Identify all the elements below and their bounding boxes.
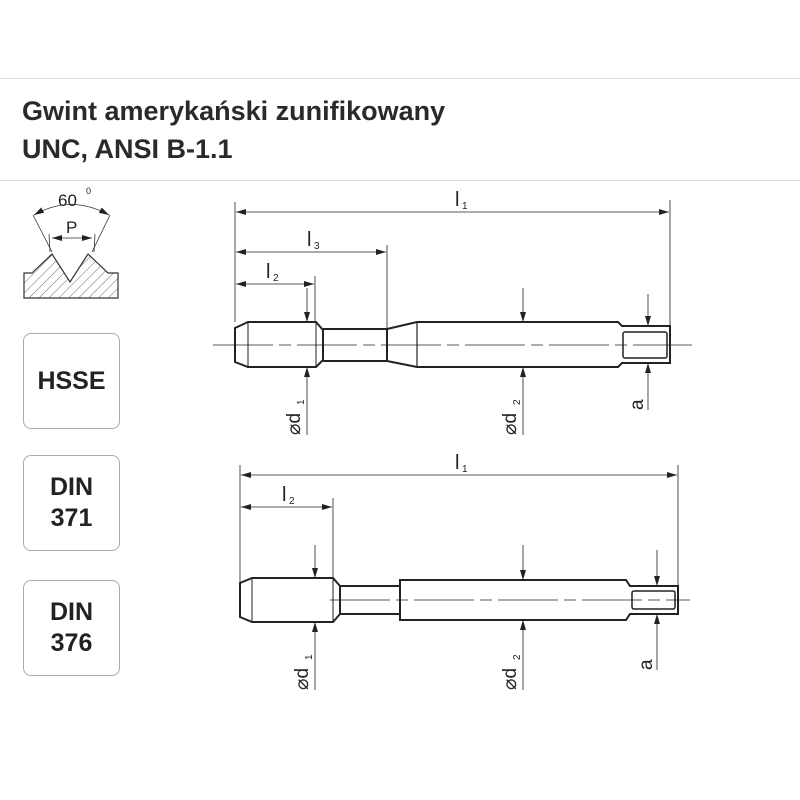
- top-a-label: a: [627, 399, 648, 410]
- din371-badge: DIN 371: [23, 455, 120, 551]
- thread-profile-icon: 60 0 P: [23, 186, 119, 299]
- bottom-tap-drawing: [239, 465, 690, 690]
- title-line-1: Gwint amerykański zunifikowany: [22, 96, 446, 126]
- angle-label: 60: [58, 191, 77, 210]
- top-l2-label: l: [266, 261, 270, 283]
- top-l3-sub: 3: [314, 241, 320, 252]
- top-tap-drawing: [213, 200, 692, 435]
- title-line-2: UNC, ANSI B-1.1: [22, 134, 233, 164]
- top-d1-label: ⌀d: [284, 413, 305, 435]
- bottom-d2-label: ⌀d: [500, 668, 521, 690]
- neck: [323, 328, 388, 362]
- pitch-label: P: [66, 218, 77, 237]
- top-l1-sub: 1: [462, 201, 468, 212]
- top-d2-label: ⌀d: [500, 413, 521, 435]
- top-l1-label: l: [455, 189, 459, 211]
- top-l2-sub: 2: [273, 273, 279, 284]
- bottom-l2-label: l: [282, 484, 286, 506]
- din376-line2: 376: [50, 629, 93, 657]
- bottom-d1-sub: 1: [304, 654, 315, 660]
- thread-section: [239, 577, 341, 623]
- header-bottom-divider: [0, 180, 800, 181]
- bottom-d2-sub: 2: [512, 654, 523, 660]
- din371-line1: DIN: [49, 473, 94, 501]
- bottom-l1-sub: 1: [462, 464, 468, 475]
- bottom-d1-label: ⌀d: [292, 668, 313, 690]
- shank: [399, 579, 679, 621]
- din376-badge: DIN 376: [23, 580, 120, 676]
- header-top-divider: [0, 78, 800, 79]
- material-badge: HSSE: [23, 333, 120, 429]
- square-drive: [622, 331, 668, 359]
- bottom-l1-label: l: [455, 452, 459, 474]
- top-d1-sub: 1: [296, 399, 307, 405]
- material-label: HSSE: [37, 366, 106, 395]
- bottom-l2-sub: 2: [289, 496, 295, 507]
- din376-line1: DIN: [49, 598, 94, 626]
- bottom-a-label: a: [636, 659, 657, 670]
- top-d2-sub: 2: [512, 399, 523, 405]
- angle-unit: 0: [86, 186, 91, 196]
- din371-line2: 371: [50, 504, 93, 532]
- shank: [386, 321, 671, 368]
- top-l3-label: l: [307, 229, 311, 251]
